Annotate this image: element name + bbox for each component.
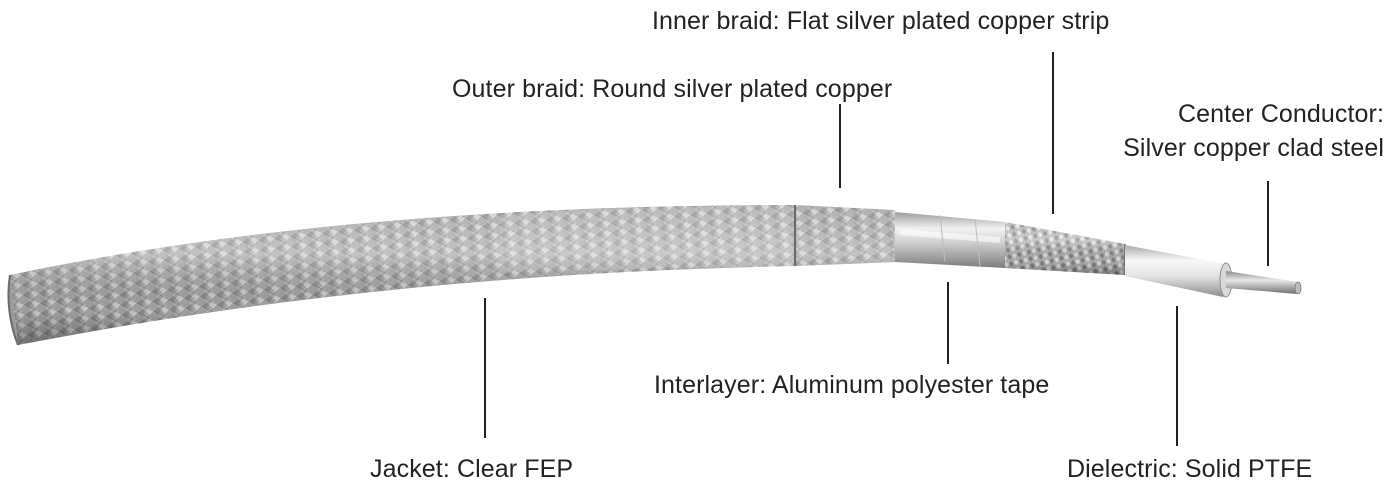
- jacket-outer-braid-section: [8, 205, 895, 345]
- dielectric-section: [1125, 245, 1232, 297]
- center-conductor-section: [1226, 271, 1301, 294]
- center-conductor-label: Center Conductor: Silver copper clad ste…: [1123, 97, 1384, 165]
- jacket-label: Jacket: Clear FEP: [370, 452, 573, 486]
- center-conductor-label-line1: Center Conductor:: [1123, 97, 1384, 131]
- inner-braid-label: Inner braid: Flat silver plated copper s…: [652, 4, 1109, 38]
- interlayer-label: Interlayer: Aluminum polyester tape: [654, 368, 1049, 402]
- dielectric-label: Dielectric: Solid PTFE: [1067, 452, 1312, 486]
- inner-braid-section: [1005, 222, 1125, 275]
- center-conductor-label-line2: Silver copper clad steel: [1123, 131, 1384, 165]
- outer-braid-label: Outer braid: Round silver plated copper: [452, 72, 892, 106]
- interlayer-tape-section: [895, 212, 1005, 268]
